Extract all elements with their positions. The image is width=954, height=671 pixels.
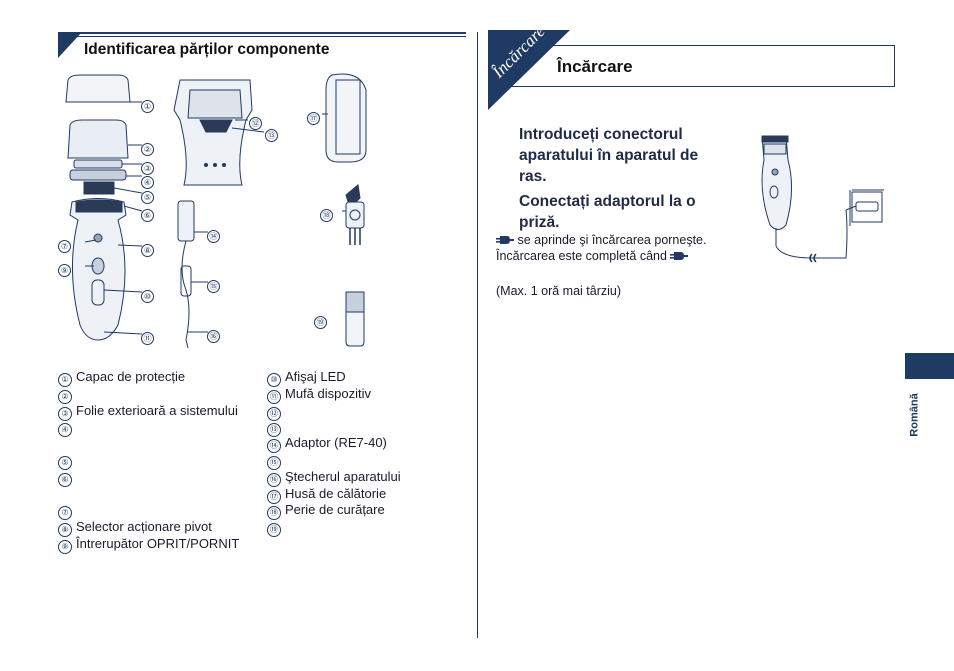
legend-item-4: ④ bbox=[58, 419, 76, 437]
legend-item-15: ⑮ bbox=[267, 452, 285, 470]
legend-item-19: ⑲ bbox=[267, 519, 285, 537]
section-title-charging: Încărcare bbox=[557, 57, 633, 76]
corner-triangle-left bbox=[58, 32, 82, 58]
callout-1: ① bbox=[141, 100, 154, 113]
callout-7: ⑦ bbox=[58, 240, 71, 253]
callout-5: ⑤ bbox=[141, 191, 154, 204]
callout-12: ⑫ bbox=[249, 117, 262, 130]
top-rule-left bbox=[58, 32, 466, 34]
page-divider bbox=[477, 32, 478, 638]
charging-illustration bbox=[761, 135, 884, 263]
language-label: Română bbox=[908, 393, 921, 437]
charging-title-box bbox=[490, 45, 895, 87]
callout-13: ⑬ bbox=[265, 129, 278, 142]
callout-6: ⑥ bbox=[141, 209, 154, 222]
callout-10: ⑩ bbox=[141, 290, 154, 303]
chapter-tab bbox=[488, 30, 570, 110]
note-charging-complete: Încărcarea este completă când bbox=[496, 248, 689, 264]
language-tab-marker bbox=[905, 353, 954, 379]
note-charging-start: se aprinde şi încărcarea porneşte. bbox=[496, 232, 706, 248]
legend-item-7: ⑦ bbox=[58, 502, 76, 520]
callout-4: ④ bbox=[141, 176, 154, 189]
callout-3: ③ bbox=[141, 162, 154, 175]
legend-item-5: ⑤ bbox=[58, 452, 76, 470]
callout-19: ⑲ bbox=[314, 316, 327, 329]
callout-17: ⑰ bbox=[307, 112, 320, 125]
callout-16: ⑯ bbox=[207, 330, 220, 343]
callout-15: ⑮ bbox=[207, 280, 220, 293]
plug-icon bbox=[670, 252, 689, 260]
callout-14: ⑭ bbox=[207, 230, 220, 243]
top-rule-left-thin bbox=[58, 36, 466, 37]
note-max-time: (Max. 1 oră mai târziu) bbox=[496, 284, 622, 298]
legend-item-12: ⑫ bbox=[267, 403, 285, 421]
callout-18: ⑱ bbox=[320, 209, 333, 222]
legend-item-13: ⑬ bbox=[267, 419, 285, 437]
callout-11: ⑪ bbox=[141, 332, 154, 345]
section-title-parts: Identificarea părților componente bbox=[84, 41, 330, 58]
callout-8: ⑧ bbox=[141, 244, 154, 257]
parts-illustration bbox=[65, 73, 367, 349]
legend-item-2: ② bbox=[58, 386, 76, 404]
callout-2: ② bbox=[141, 143, 154, 156]
step-2: Conectați adaptorul la o priză. bbox=[519, 193, 696, 231]
plug-icon bbox=[496, 236, 514, 244]
callout-9: ⑨ bbox=[58, 264, 71, 277]
step-1: Introduceți conectorul aparatului în apa… bbox=[519, 126, 699, 185]
legend-item-6: ⑥ bbox=[58, 469, 76, 487]
